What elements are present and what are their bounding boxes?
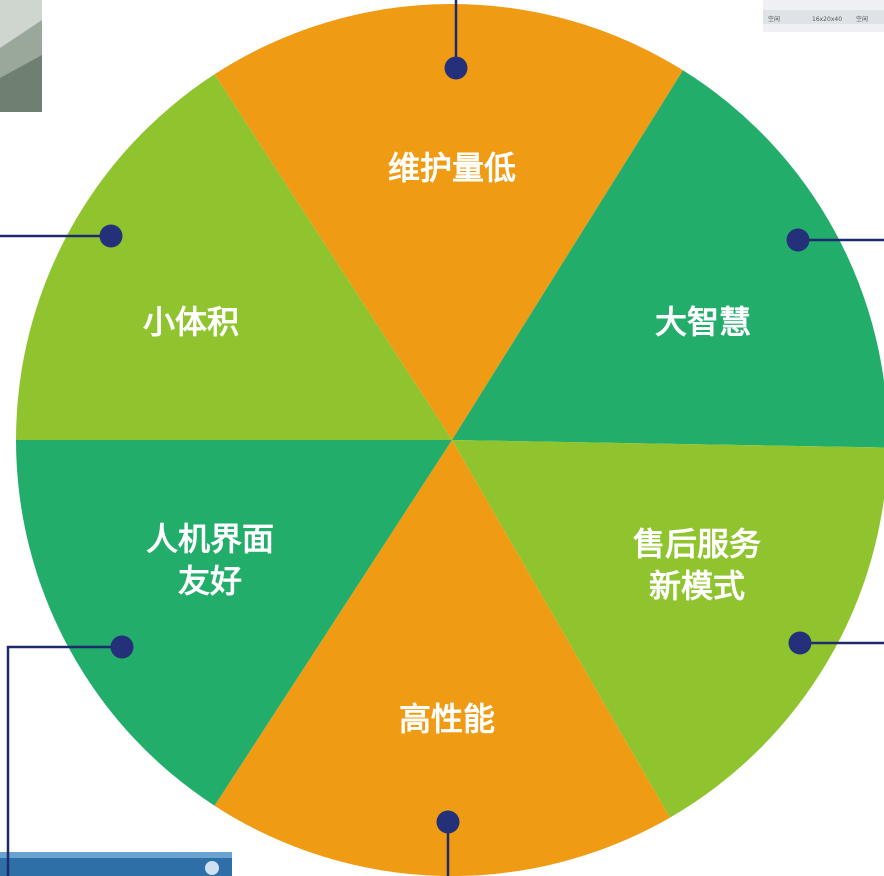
connector-dot	[444, 56, 468, 80]
segment-maintenance	[214, 4, 683, 441]
connector-left-lower	[6, 635, 134, 876]
label-line: 友好	[178, 562, 242, 600]
label-line: 小体积	[143, 303, 239, 341]
corner-cell-2: 16x20x40	[812, 16, 842, 23]
label-line: 售后服务	[633, 525, 761, 563]
connector-right-lower	[788, 631, 884, 655]
corner-image-top-left	[0, 0, 42, 112]
segment-label-hmi: 人机界面 友好	[146, 520, 274, 600]
segment-after-sales	[452, 440, 884, 818]
corner-image-top-right: 空闲 16x20x40 空闲	[763, 0, 884, 32]
connector-bottom	[436, 810, 460, 876]
connector-dot	[99, 224, 123, 248]
label-line: 大智慧	[655, 303, 751, 341]
segment-compact	[15, 74, 452, 441]
connector-right-upper	[786, 228, 884, 252]
segment-label-compact: 小体积	[143, 303, 239, 341]
connector-dot	[786, 228, 810, 252]
segment-label-intelligence: 大智慧	[655, 303, 751, 341]
label-line: 新模式	[649, 567, 745, 605]
label-line: 高性能	[399, 700, 495, 738]
corner-cell-3: 空闲	[856, 15, 868, 23]
segment-label-maintenance: 维护量低	[388, 149, 516, 187]
segment-intelligence	[452, 70, 884, 448]
segment-label-performance: 高性能	[399, 700, 495, 738]
connector-dot	[788, 631, 812, 655]
label-line: 维护量低	[388, 149, 516, 187]
label-line: 人机界面	[146, 520, 274, 558]
corner-image-bottom-left	[0, 852, 232, 876]
connector-dot	[436, 810, 460, 834]
connector-left-upper	[0, 224, 123, 248]
wheel-segments	[15, 4, 884, 876]
corner-cell-1: 空闲	[768, 15, 780, 23]
connector-top	[444, 0, 468, 80]
connector-dot	[110, 635, 134, 659]
segment-label-after-sales: 售后服务 新模式	[633, 525, 761, 605]
segment-performance	[214, 440, 670, 876]
segment-hmi	[15, 440, 453, 806]
